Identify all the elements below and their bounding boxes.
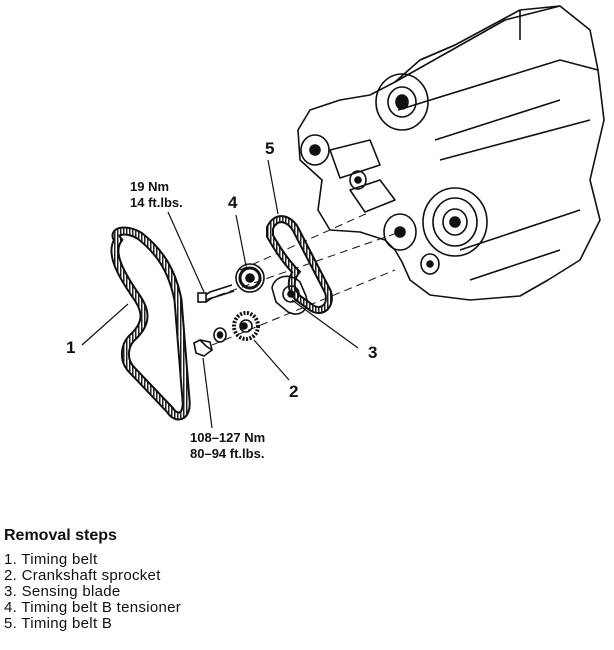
engine-block [297, 5, 605, 301]
crankshaft-bolt [193, 339, 213, 357]
removal-step: 1. Timing belt [4, 551, 98, 568]
removal-step: 5. Timing belt B [4, 615, 113, 632]
exploded-view-diagram [81, 5, 605, 429]
torque-spec-bottom: 108–127 Nm 80–94 ft.lbs. [190, 430, 265, 462]
callout-3: 3 [368, 343, 378, 362]
callout-1: 1 [66, 338, 76, 357]
callout-4: 4 [228, 193, 238, 212]
washer [213, 327, 227, 343]
tensioner-bolt [197, 284, 235, 303]
timing-belt-teeth [112, 228, 189, 419]
torque-spec-bottom-imperial: 80–94 ft.lbs. [190, 446, 265, 461]
callout-2: 2 [289, 382, 299, 401]
crankshaft-sprocket [232, 311, 260, 341]
removal-steps-title: Removal steps [4, 527, 117, 544]
timing-belt-b-tensioner [235, 263, 265, 293]
removal-steps: Removal steps 1. Timing belt 2. Cranksha… [4, 527, 181, 632]
leader-lines [81, 159, 359, 429]
removal-step: 2. Crankshaft sprocket [4, 567, 161, 584]
removal-step: 3. Sensing blade [4, 583, 121, 600]
removal-steps-list: 1. Timing belt 2. Crankshaft sprocket 3.… [4, 552, 181, 632]
torque-spec-top: 19 Nm 14 ft.lbs. [130, 179, 183, 211]
timing-belt-b-teeth [268, 217, 331, 312]
torque-spec-bottom-metric: 108–127 Nm [190, 430, 266, 445]
callout-5: 5 [265, 139, 275, 158]
sensing-blade [271, 275, 308, 315]
torque-spec-top-imperial: 14 ft.lbs. [130, 195, 183, 210]
torque-spec-top-metric: 19 Nm [130, 179, 170, 194]
crank-pulley [383, 187, 488, 275]
removal-step: 4. Timing belt B tensioner [4, 599, 182, 616]
upper-pulley [300, 73, 429, 190]
